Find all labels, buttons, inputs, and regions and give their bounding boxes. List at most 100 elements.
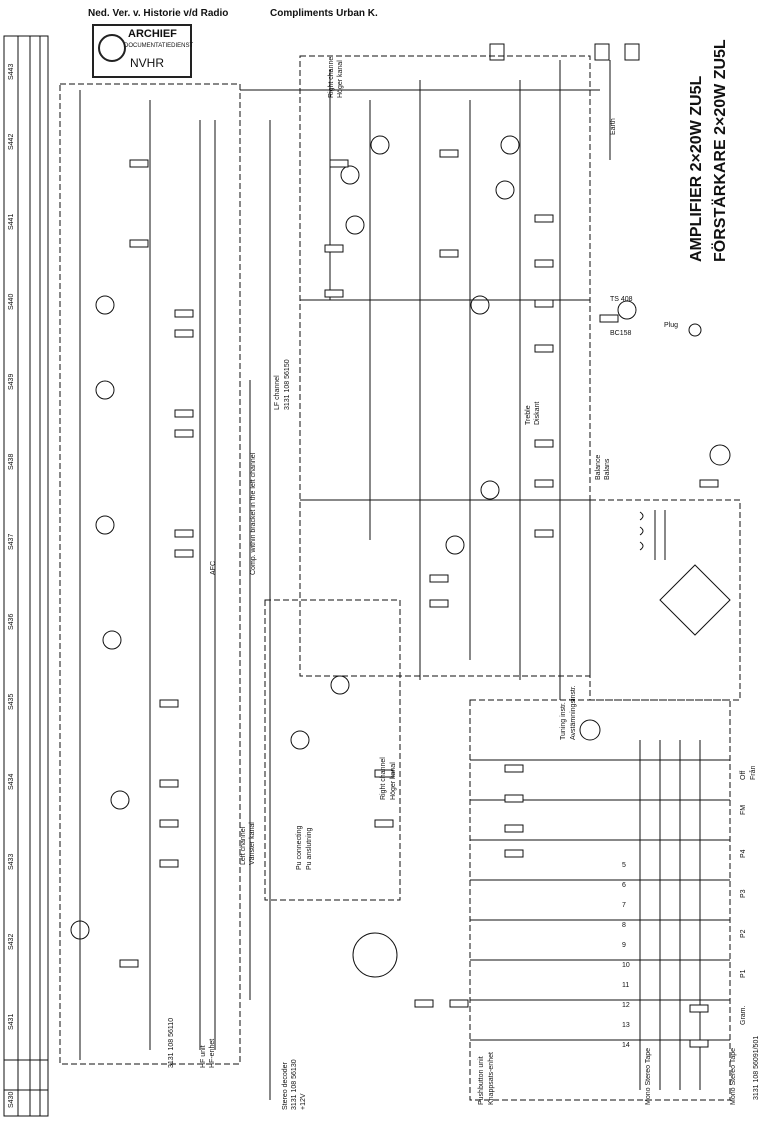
- label-avstamningsinstr: Avstämningsinstr.: [570, 685, 577, 740]
- button-label-fran: Från: [750, 765, 757, 780]
- tuning-meter: [579, 719, 601, 741]
- compliments-note: Compliments Urban K.: [270, 8, 378, 19]
- table-col-4: S434: [8, 773, 15, 790]
- label-v12: +12V: [300, 1093, 307, 1110]
- table-col-12: S442: [8, 133, 15, 150]
- title-english: AMPLIFIER 2×20W ZU5L: [688, 75, 705, 262]
- label-hoger-kanal: Höger kanal: [337, 60, 344, 98]
- transistor-ts: [95, 380, 115, 400]
- transistor-ts404: [95, 515, 115, 535]
- lf-amplifier-box: [299, 55, 591, 677]
- selector-9: 9: [622, 942, 626, 949]
- speaker-rear: [624, 43, 640, 61]
- label-ts408: TS 408: [610, 296, 633, 303]
- transistor-ts403: [102, 630, 122, 650]
- table-col-2: S432: [8, 933, 15, 950]
- transistor-bf197: [110, 790, 130, 810]
- label-afc: AFC: [210, 561, 217, 575]
- transistor-ts412: [345, 215, 365, 235]
- label-hf-unit-code: 3131 108 56110: [168, 1017, 175, 1068]
- selector-13: 13: [622, 1022, 630, 1029]
- button-label-off: Off: [740, 770, 747, 780]
- label-lf-unit-code: 3131 108 56150: [284, 359, 291, 410]
- label-lf-channel: LF channel: [274, 375, 281, 410]
- label-hoger-kanal-2: Höger kanal: [390, 762, 397, 800]
- transistor-ts416: [370, 135, 390, 155]
- button-label-p4: P4: [740, 849, 747, 858]
- plug-b: [688, 323, 702, 337]
- speaker-right: [594, 43, 610, 61]
- label-right-channel: Right channel: [328, 55, 335, 98]
- speaker-left: [489, 43, 505, 61]
- table-col-3: S433: [8, 853, 15, 870]
- label-bc158: BC158: [610, 330, 632, 337]
- archive-stamp: ARCHIEF DOCUMENTATIEDIENST NVHR: [92, 24, 193, 78]
- label-pushbutton-code: 3131 108 56091/501: [753, 1035, 760, 1100]
- table-col-13: S443: [8, 63, 15, 80]
- label-balance: Balance: [595, 454, 602, 480]
- hf-unit-box: [59, 83, 241, 1065]
- label-hf-unit: HF unit: [200, 1045, 207, 1068]
- table-col-5: S435: [8, 693, 15, 710]
- transistor-ts402: [330, 675, 350, 695]
- label-vanster-kanal: Vänster kanal: [249, 822, 256, 865]
- preamp-box: [264, 599, 401, 901]
- transistor-ts409: [480, 480, 500, 500]
- archive-logo-icon: [98, 34, 126, 62]
- label-hf-enhet: HF-enhet: [209, 1038, 216, 1068]
- transistor-ts413: [495, 180, 515, 200]
- table-col-6: S436: [8, 613, 15, 630]
- transistor-ts411: [470, 295, 490, 315]
- label-left-channel: Left channel: [240, 826, 247, 865]
- label-treble: Treble: [525, 405, 532, 425]
- transistor-ts501: [70, 920, 90, 940]
- button-label-mono-stereo-tape: Mono Stereo Tape: [730, 1047, 737, 1105]
- din-plug: [352, 932, 398, 978]
- label-pu-anslutning: Pu anslutning: [306, 827, 313, 870]
- table-col-0: S430: [8, 1091, 15, 1108]
- table-col-1: S431: [8, 1013, 15, 1030]
- selector-6: 6: [622, 882, 626, 889]
- label-stereo-decoder: Stereo decoder: [282, 1062, 289, 1110]
- table-col-10: S440: [8, 293, 15, 310]
- button-label-p3: P3: [740, 889, 747, 898]
- transistor-ts414: [340, 165, 360, 185]
- label-mono-stereo-tape: Mono Stereo Tape: [645, 1047, 652, 1105]
- selector-11: 11: [622, 982, 630, 989]
- label-diskant: Diskant: [534, 401, 541, 425]
- selector-14: 14: [622, 1042, 630, 1049]
- transistor-ts415: [500, 135, 520, 155]
- gram-motor: [709, 444, 731, 466]
- table-col-9: S439: [8, 373, 15, 390]
- selector-5: 5: [622, 862, 626, 869]
- bridge-rectifier: [659, 564, 731, 636]
- button-label-p2: P2: [740, 929, 747, 938]
- table-col-7: S437: [8, 533, 15, 550]
- label-right-channel-2: Right channel: [380, 757, 387, 800]
- transistor-ts401: [290, 730, 310, 750]
- button-label-fm: FM: [740, 804, 747, 815]
- label-note: Comp. within bracket in the left channel: [250, 452, 257, 575]
- label-knappsats: Knappsats-enhet: [488, 1052, 495, 1105]
- button-label-p1: P1: [740, 969, 747, 978]
- switch-table: [3, 35, 49, 1117]
- table-col-8: S438: [8, 453, 15, 470]
- label-pushbutton-unit: Pushbutton unit: [478, 1056, 485, 1105]
- label-earth: Earth: [610, 118, 617, 135]
- transistor-ts405: [95, 295, 115, 315]
- selector-12: 12: [622, 1002, 630, 1009]
- transistor-ts408: [617, 300, 637, 320]
- label-balans: Balans: [604, 458, 611, 480]
- selector-8: 8: [622, 922, 626, 929]
- stamp-line-1: ARCHIEF: [128, 28, 177, 40]
- table-col-11: S441: [8, 213, 15, 230]
- stamp-line-3: NVHR: [130, 56, 165, 70]
- title-swedish: FÖRSTÄRKARE 2×20W ZU5L: [712, 39, 729, 262]
- selector-10: 10: [622, 962, 630, 969]
- label-pu-connecting: Pu connecting: [296, 825, 303, 870]
- label-plug: Plug: [664, 322, 679, 329]
- label-stereo-decoder-code: 3131 108 56130: [291, 1059, 298, 1110]
- selector-7: 7: [622, 902, 626, 909]
- label-tuning-instr: Tuning instr.: [560, 702, 567, 740]
